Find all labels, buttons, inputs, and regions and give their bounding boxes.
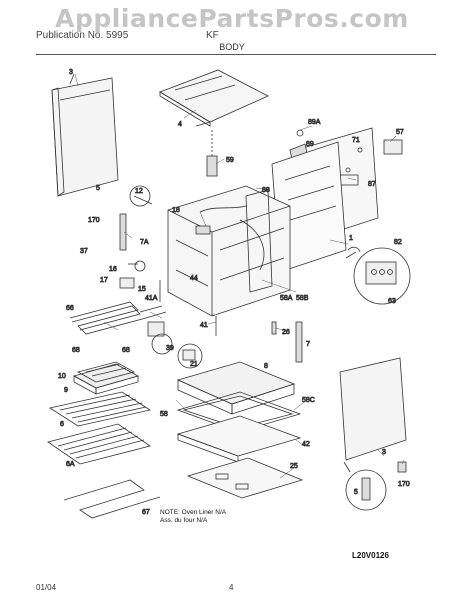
callout-58c: 58C [302, 397, 315, 404]
label-plate [383, 139, 403, 155]
callout-68-left: 68 [72, 347, 80, 354]
callout-7: 7 [306, 341, 310, 348]
bottom-panel [186, 457, 304, 499]
note-line-1: NOTE: Oven Liner N/A [160, 509, 227, 516]
callout-68-right: 68 [122, 347, 130, 354]
callout-58a: 58A [280, 295, 293, 302]
callout-7a: 7A [140, 239, 149, 246]
callout-82: 82 [394, 239, 402, 246]
callout-3-left: 3 [69, 69, 73, 76]
clip-26 [271, 321, 277, 335]
bracket-inset-39 [147, 321, 173, 355]
callout-5-bottom: 5 [354, 489, 358, 496]
drawer-front [176, 415, 302, 463]
callout-21: 21 [190, 361, 198, 368]
callout-89a: 89A [308, 119, 321, 126]
callout-41a: 41A [145, 295, 158, 302]
leveling-leg-inset [343, 461, 407, 511]
diagram-code: L20V0126 [352, 551, 389, 560]
hinge-receiver-left [119, 213, 127, 251]
callout-42: 42 [302, 441, 310, 448]
header-rule [36, 54, 436, 55]
callout-59: 59 [226, 157, 234, 164]
note-line-2: Ass. du four N/A [160, 517, 208, 524]
callout-17: 17 [100, 277, 108, 284]
callout-39: 39 [166, 345, 174, 352]
callout-57: 57 [396, 129, 404, 136]
callout-3-right: 3 [382, 449, 386, 456]
top-panel [159, 69, 269, 127]
callout-63: 63 [388, 298, 396, 305]
callout-12: 12 [135, 188, 143, 195]
side-panel-right [339, 357, 407, 461]
callout-67: 67 [142, 509, 150, 516]
callout-66: 66 [66, 305, 74, 312]
callout-87: 87 [368, 181, 376, 188]
callout-44: 44 [190, 275, 198, 282]
front-frame [245, 189, 273, 293]
side-panel-left [51, 73, 119, 197]
callout-89: 89 [306, 141, 314, 148]
footer-page-number: 4 [229, 583, 234, 592]
callout-9: 9 [64, 387, 68, 394]
callout-18: 18 [172, 207, 180, 214]
callout-71: 71 [352, 137, 360, 144]
callout-16: 16 [109, 266, 117, 273]
callout-6: 6 [60, 421, 64, 428]
oven-rack-6a [47, 423, 151, 465]
diagram-note: NOTE: Oven Liner N/A Ass. du four N/A [160, 509, 226, 525]
callout-1: 1 [349, 235, 353, 242]
bake-element [63, 479, 161, 519]
bracket-inset-21 [177, 343, 203, 369]
callout-4: 4 [178, 121, 182, 128]
oven-chassis [167, 185, 291, 317]
callout-26: 26 [282, 329, 290, 336]
door-lock-motor [119, 260, 146, 289]
publication-number: Publication No. 5995 [36, 30, 129, 41]
callout-labels: 3 4 89A 89 71 57 59 88 87 12 5 170 18 7A… [58, 69, 411, 517]
model-number: KF [206, 30, 219, 41]
callout-170-bottom: 170 [398, 481, 410, 488]
oven-sensor [129, 185, 153, 207]
storage-drawer [176, 361, 296, 415]
section-title: BODY [219, 42, 245, 52]
callout-15: 15 [138, 286, 146, 293]
oven-rack [48, 391, 152, 427]
callout-58: 58 [160, 411, 168, 418]
callout-41: 41 [200, 322, 208, 329]
callout-25: 25 [290, 463, 298, 470]
footer-date: 01/04 [36, 583, 57, 592]
callout-170-top: 170 [88, 217, 100, 224]
watermark: AppliancePartsPros.com [55, 4, 409, 33]
vent-tube [206, 130, 218, 177]
hinge-right [295, 321, 303, 363]
terminal-block-inset [345, 246, 411, 305]
callout-37: 37 [80, 248, 88, 255]
callout-58b: 58B [296, 295, 309, 302]
broil-pan [72, 361, 140, 395]
callout-88: 88 [262, 187, 270, 194]
callout-8: 8 [264, 363, 268, 370]
callout-6a: 6A [66, 461, 75, 468]
rear-frame [271, 141, 347, 273]
callout-10: 10 [58, 373, 66, 380]
leader-lines [74, 73, 405, 479]
callout-5-top: 5 [96, 185, 100, 192]
